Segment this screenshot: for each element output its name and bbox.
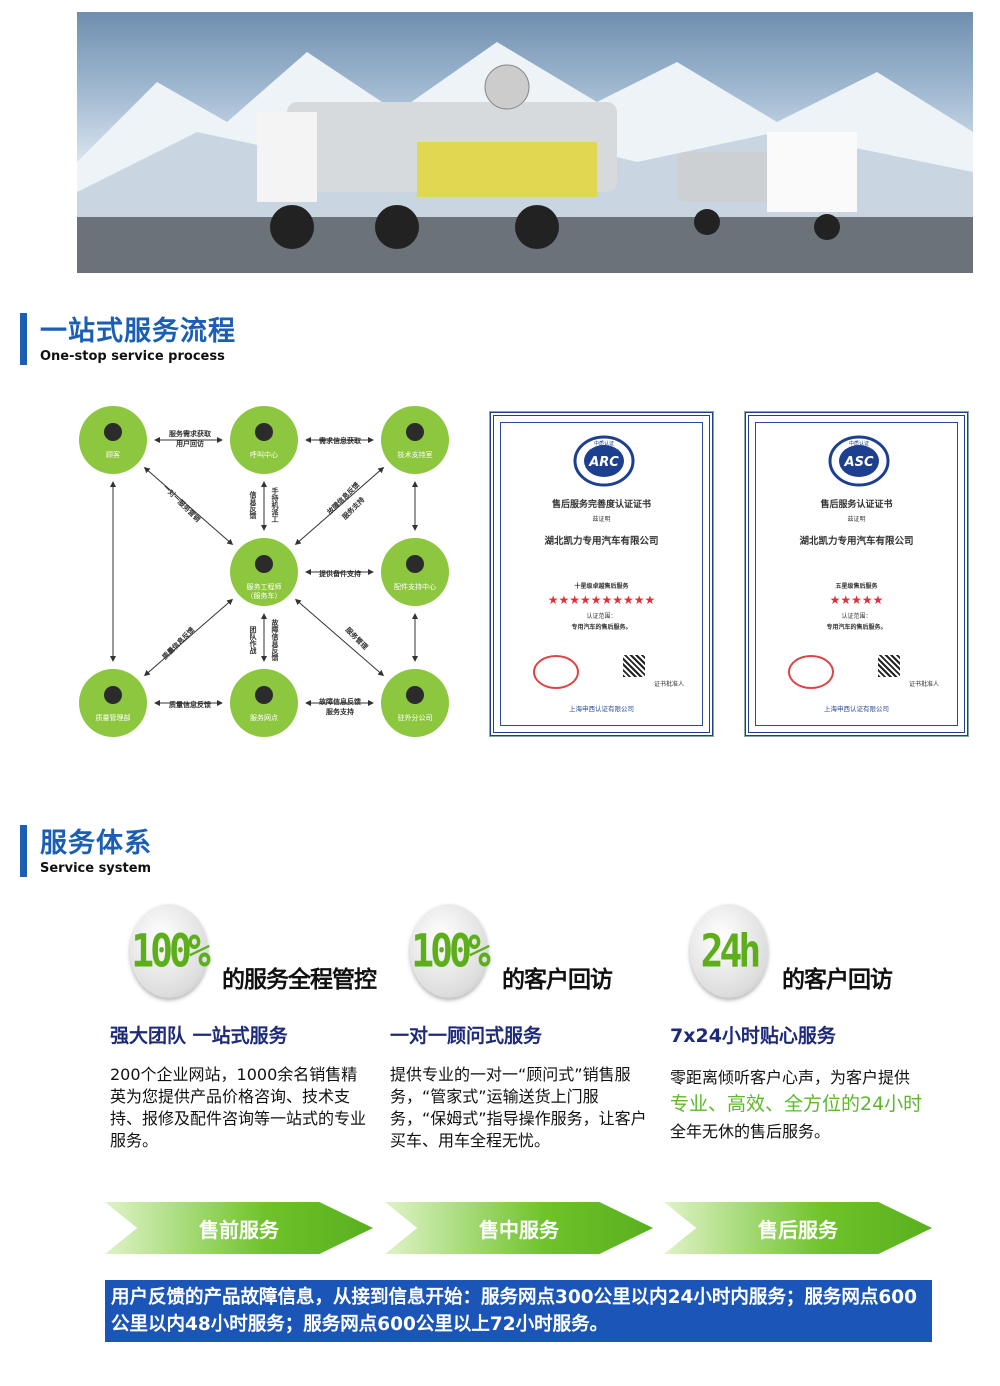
cert-company: 湖北凯力专用汽车有限公司 bbox=[799, 536, 914, 547]
svg-text:ASC: ASC bbox=[844, 455, 874, 470]
section-title: 服务体系 bbox=[40, 828, 152, 859]
truck-mountain-illustration bbox=[77, 42, 973, 273]
node-icon bbox=[104, 686, 122, 704]
section-subtitle: One-stop service process bbox=[40, 349, 225, 364]
edge-label: 故障信息反馈 bbox=[319, 697, 361, 706]
edge-label: 质量信息反馈 bbox=[169, 700, 211, 709]
stage-after-sale: 售后服务 bbox=[664, 1202, 932, 1254]
edge-label: 服务管理 bbox=[344, 625, 370, 651]
qr-code-icon bbox=[623, 655, 645, 677]
node-label: 呼叫中心 bbox=[250, 450, 278, 459]
column-heading: 7x24小时贴心服务 bbox=[670, 1025, 836, 1047]
node-icon bbox=[406, 686, 424, 704]
column-body: 零距离倾听客户心声，为客户提供专业、高效、全方位的24小时全年无休的售后服务。 bbox=[670, 1068, 923, 1141]
svg-text:中质认证: 中质认证 bbox=[849, 440, 869, 447]
cert-logo-icon: ASC 中质认证 bbox=[828, 435, 890, 487]
edge-label: 手持机派工 bbox=[271, 487, 280, 523]
node-label: 服务网点 bbox=[250, 713, 278, 722]
stat-caption: 的客户回访 bbox=[782, 967, 893, 993]
node-label: 顾客 bbox=[106, 450, 120, 459]
edge-label: 团队作战 bbox=[249, 625, 258, 655]
svg-text:ARC: ARC bbox=[588, 455, 619, 470]
stat-badge: 24h bbox=[690, 904, 768, 998]
node-label: 质量管理部 bbox=[96, 713, 131, 722]
edge-label: 需求信息获取 bbox=[319, 436, 362, 445]
flow-arrow bbox=[143, 466, 234, 546]
edge-label: 质量信息反馈 bbox=[160, 625, 196, 661]
edge-label: 一对一服务营销 bbox=[161, 483, 202, 524]
node-label: 配件支持中心 bbox=[394, 582, 436, 591]
cert-title: 售后服务完善度认证证书 bbox=[551, 500, 651, 510]
flow-arrow bbox=[143, 598, 234, 677]
cert-issuer: 上海申西认证有限公司 bbox=[569, 705, 634, 713]
stat-caption: 的服务全程管控 bbox=[222, 967, 377, 993]
node-icon bbox=[255, 555, 273, 573]
column-heading: 一对一顾问式服务 bbox=[390, 1025, 543, 1047]
column-body: 提供专业的一对一“顾问式”销售服务，“管家式”运输送货上门服务，“保姆式”指导操… bbox=[390, 1065, 647, 1150]
rating-stars: ★★★★★★★★★★ bbox=[547, 593, 656, 607]
cert-seal bbox=[533, 655, 579, 689]
column-body: 200个企业网站，1000余名销售精英为您提供产品价格咨询、技术支持、报修及配件… bbox=[110, 1065, 367, 1150]
section-accent-bar bbox=[20, 313, 27, 365]
edge-label: 服务支持 bbox=[326, 707, 354, 716]
edge-label: 用户回访 bbox=[176, 439, 204, 448]
edge-label: 信息反馈 bbox=[249, 490, 257, 520]
service-commitment-banner: 用户反馈的产品故障信息，从接到信息开始：服务网点300公里以内24小时内服务；服… bbox=[105, 1280, 932, 1342]
qr-code-icon bbox=[878, 655, 900, 677]
section-title: 一站式服务流程 bbox=[40, 316, 236, 347]
cert-company: 湖北凯力专用汽车有限公司 bbox=[544, 536, 659, 547]
section-accent-bar bbox=[20, 825, 27, 877]
stat-badge: 100% bbox=[130, 904, 211, 998]
node-label: 技术支持室 bbox=[398, 450, 433, 459]
stage-in-sale: 售中服务 bbox=[385, 1202, 653, 1254]
stat-caption: 的客户回访 bbox=[502, 967, 613, 993]
cert-logo-icon: ARC 中质认证 bbox=[573, 435, 635, 487]
node-icon bbox=[255, 686, 273, 704]
flow-arrow bbox=[294, 466, 385, 546]
edge-label: 故障信息反馈 bbox=[271, 618, 279, 662]
edge-label: 提供备件支持 bbox=[318, 569, 361, 578]
node-icon bbox=[406, 555, 424, 573]
column-heading: 强大团队 一站式服务 bbox=[110, 1025, 288, 1047]
node-label: 服务工程师 bbox=[247, 582, 282, 591]
hero-banner-image bbox=[77, 12, 973, 273]
highlight-text: 专业、高效、全方位的24小时 bbox=[670, 1093, 923, 1115]
flow-arrow bbox=[294, 598, 385, 677]
cert-seal bbox=[788, 655, 834, 689]
svg-text:中质认证: 中质认证 bbox=[594, 440, 614, 447]
node-label: （服务车） bbox=[247, 591, 282, 600]
node-icon bbox=[104, 423, 122, 441]
rating-stars: ★★★★★ bbox=[829, 593, 884, 607]
node-icon bbox=[406, 423, 424, 441]
stage-pre-sale: 售前服务 bbox=[105, 1202, 373, 1254]
edge-label: 服务需求获取 bbox=[169, 429, 212, 438]
node-icon bbox=[255, 423, 273, 441]
stat-badge: 100% bbox=[410, 904, 491, 998]
node-label: 驻外分公司 bbox=[398, 713, 433, 722]
cert-title: 售后服务认证证书 bbox=[820, 500, 893, 510]
cert-issuer: 上海申西认证有限公司 bbox=[824, 705, 889, 713]
section-subtitle: Service system bbox=[40, 861, 152, 876]
